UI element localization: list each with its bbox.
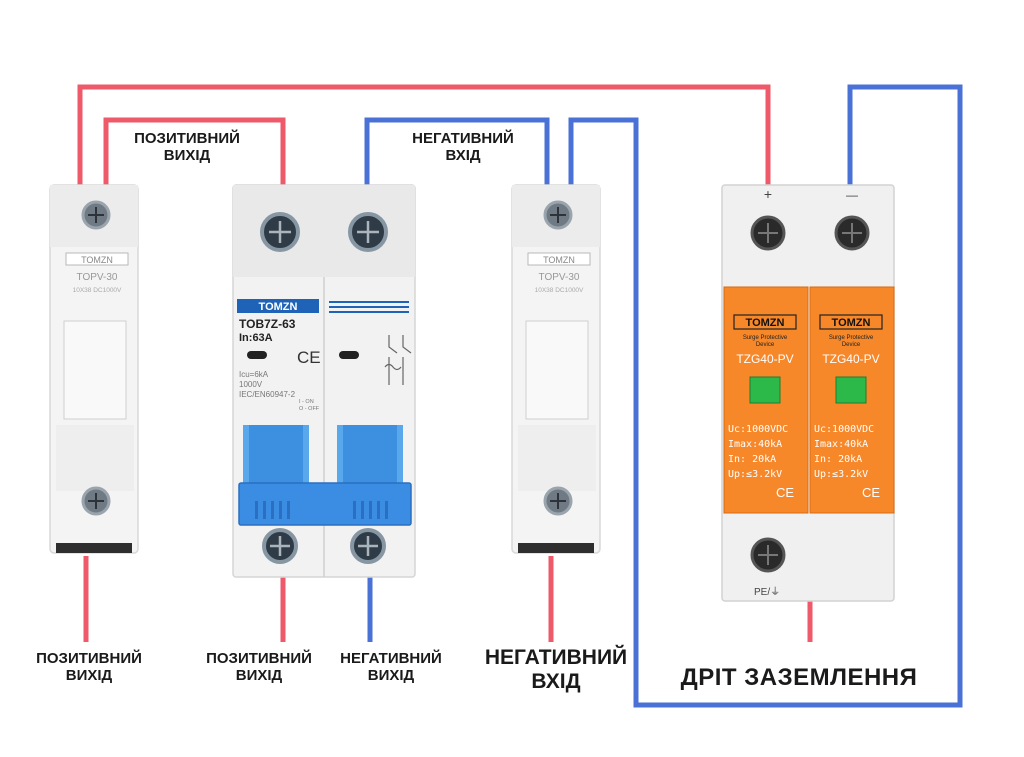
spd-brand: TOMZN (746, 317, 785, 329)
spd-spec-uc: Uc:1000VDC (814, 424, 874, 435)
label-line: ВХІД (531, 670, 581, 694)
label-ground-wire: ДРІТ ЗАЗЕМЛЕННЯ (680, 664, 918, 691)
fuse-holder-2: TOMZN TOPV-30 10X38 DC1000V (511, 184, 601, 554)
spd-subtitle-1: Surge Protective (743, 335, 788, 341)
breaker-status-indicator-left (247, 351, 267, 359)
fuse-brand: TOMZN (543, 255, 575, 265)
label-bottom-positive-output-2: ПОЗИТИВНИЙ ВИХІД (194, 650, 324, 685)
ce-mark: CE (776, 485, 794, 500)
spd-spec-up: Up:≤3.2kV (728, 469, 782, 480)
label-line: ПОЗИТИВНИЙ (206, 650, 312, 667)
label-line: ВХІД (445, 147, 481, 165)
label-top-negative-input: НЕГАТИВНИЙ ВХІД (398, 130, 528, 165)
spd-subtitle-2: Device (842, 342, 861, 348)
spd-subtitle-1: Surge Protective (829, 335, 874, 341)
breaker-model: TOB7Z-63 (239, 317, 296, 331)
spd-module-minus[interactable]: TOMZN Surge Protective Device TZG40-PV U… (809, 286, 895, 514)
spd-minus-label: — (846, 188, 858, 202)
spd-brand: TOMZN (832, 317, 871, 329)
positive-wire-fuse1-breaker (103, 117, 286, 185)
fuse-holder-1: TOMZN TOPV-30 10X38 DC1000V (49, 184, 139, 554)
spd-pe-label: PE/⏚ (754, 586, 780, 598)
breaker-schematic-symbol (384, 335, 412, 385)
label-bottom-negative-input: НЕГАТИВНИЙ ВХІД (476, 646, 636, 694)
spd-spec-up: Up:≤3.2kV (814, 469, 868, 480)
label-bottom-negative-output: НЕГАТИВНИЙ ВИХІД (326, 650, 456, 685)
spd-spec-in: In: 20kA (728, 454, 776, 465)
spd-plus-label: + (764, 186, 772, 202)
spd-module-plus[interactable]: TOMZN Surge Protective Device TZG40-PV U… (723, 286, 809, 514)
negative-wire-breaker-fuse2 (364, 117, 550, 185)
wires (77, 84, 963, 708)
circuit-breaker: TOMZN TOB7Z-63 In:63A CE Icu=6kA 1000V I… (232, 184, 416, 578)
spd-status-window (835, 376, 867, 404)
label-line: ВИХІД (235, 667, 283, 685)
surge-protector: + — TOMZN Surge Protective Device TZG40-… (721, 184, 895, 602)
fuse-brand: TOMZN (81, 255, 113, 265)
fuse-cover[interactable] (63, 320, 127, 420)
label-line: НЕГАТИВНИЙ (484, 646, 628, 669)
fuse-rating: 10X38 DC1000V (73, 287, 122, 294)
fuse-rating: 10X38 DC1000V (535, 287, 584, 294)
spd-status-window (749, 376, 781, 404)
spd-model: TZG40-PV (822, 352, 879, 366)
label-line: ВИХІД (65, 667, 113, 685)
positive-wire-main (77, 84, 771, 185)
ce-mark: CE (297, 348, 321, 367)
breaker-off-label: O - OFF (299, 406, 320, 412)
label-bottom-positive-output-1: ПОЗИТИВНИЙ ВИХІД (24, 650, 154, 685)
fuse-model: TOPV-30 (77, 272, 118, 283)
breaker-current: In:63A (239, 332, 273, 344)
breaker-brand: TOMZN (259, 301, 298, 313)
label-line: НЕГАТИВНИЙ (340, 650, 442, 667)
fuse-model: TOPV-30 (539, 272, 580, 283)
label-line: ВИХІД (163, 147, 211, 165)
spd-spec-uc: Uc:1000VDC (728, 424, 788, 435)
spd-spec-imax: Imax:40kA (814, 439, 868, 450)
spd-model: TZG40-PV (736, 352, 793, 366)
breaker-status-indicator-right (339, 351, 359, 359)
breaker-standard: IEC/EN60947-2 (239, 390, 296, 399)
negative-wire-fuse2-loop (568, 84, 963, 708)
spd-subtitle-2: Device (756, 342, 775, 348)
label-line: ПОЗИТИВНИЙ (36, 650, 142, 667)
label-line: НЕГАТИВНИЙ (412, 130, 514, 147)
breaker-on-label: I - ON (299, 399, 314, 405)
label-line: ПОЗИТИВНИЙ (134, 130, 240, 147)
spd-spec-in: In: 20kA (814, 454, 862, 465)
label-top-positive-output: ПОЗИТИВНИЙ ВИХІД (122, 130, 252, 165)
ce-mark: CE (862, 485, 880, 500)
spd-spec-imax: Imax:40kA (728, 439, 782, 450)
fuse-cover[interactable] (525, 320, 589, 420)
breaker-voltage: 1000V (239, 380, 263, 389)
label-line: ВИХІД (367, 667, 415, 685)
breaker-icu: Icu=6kA (239, 370, 269, 379)
